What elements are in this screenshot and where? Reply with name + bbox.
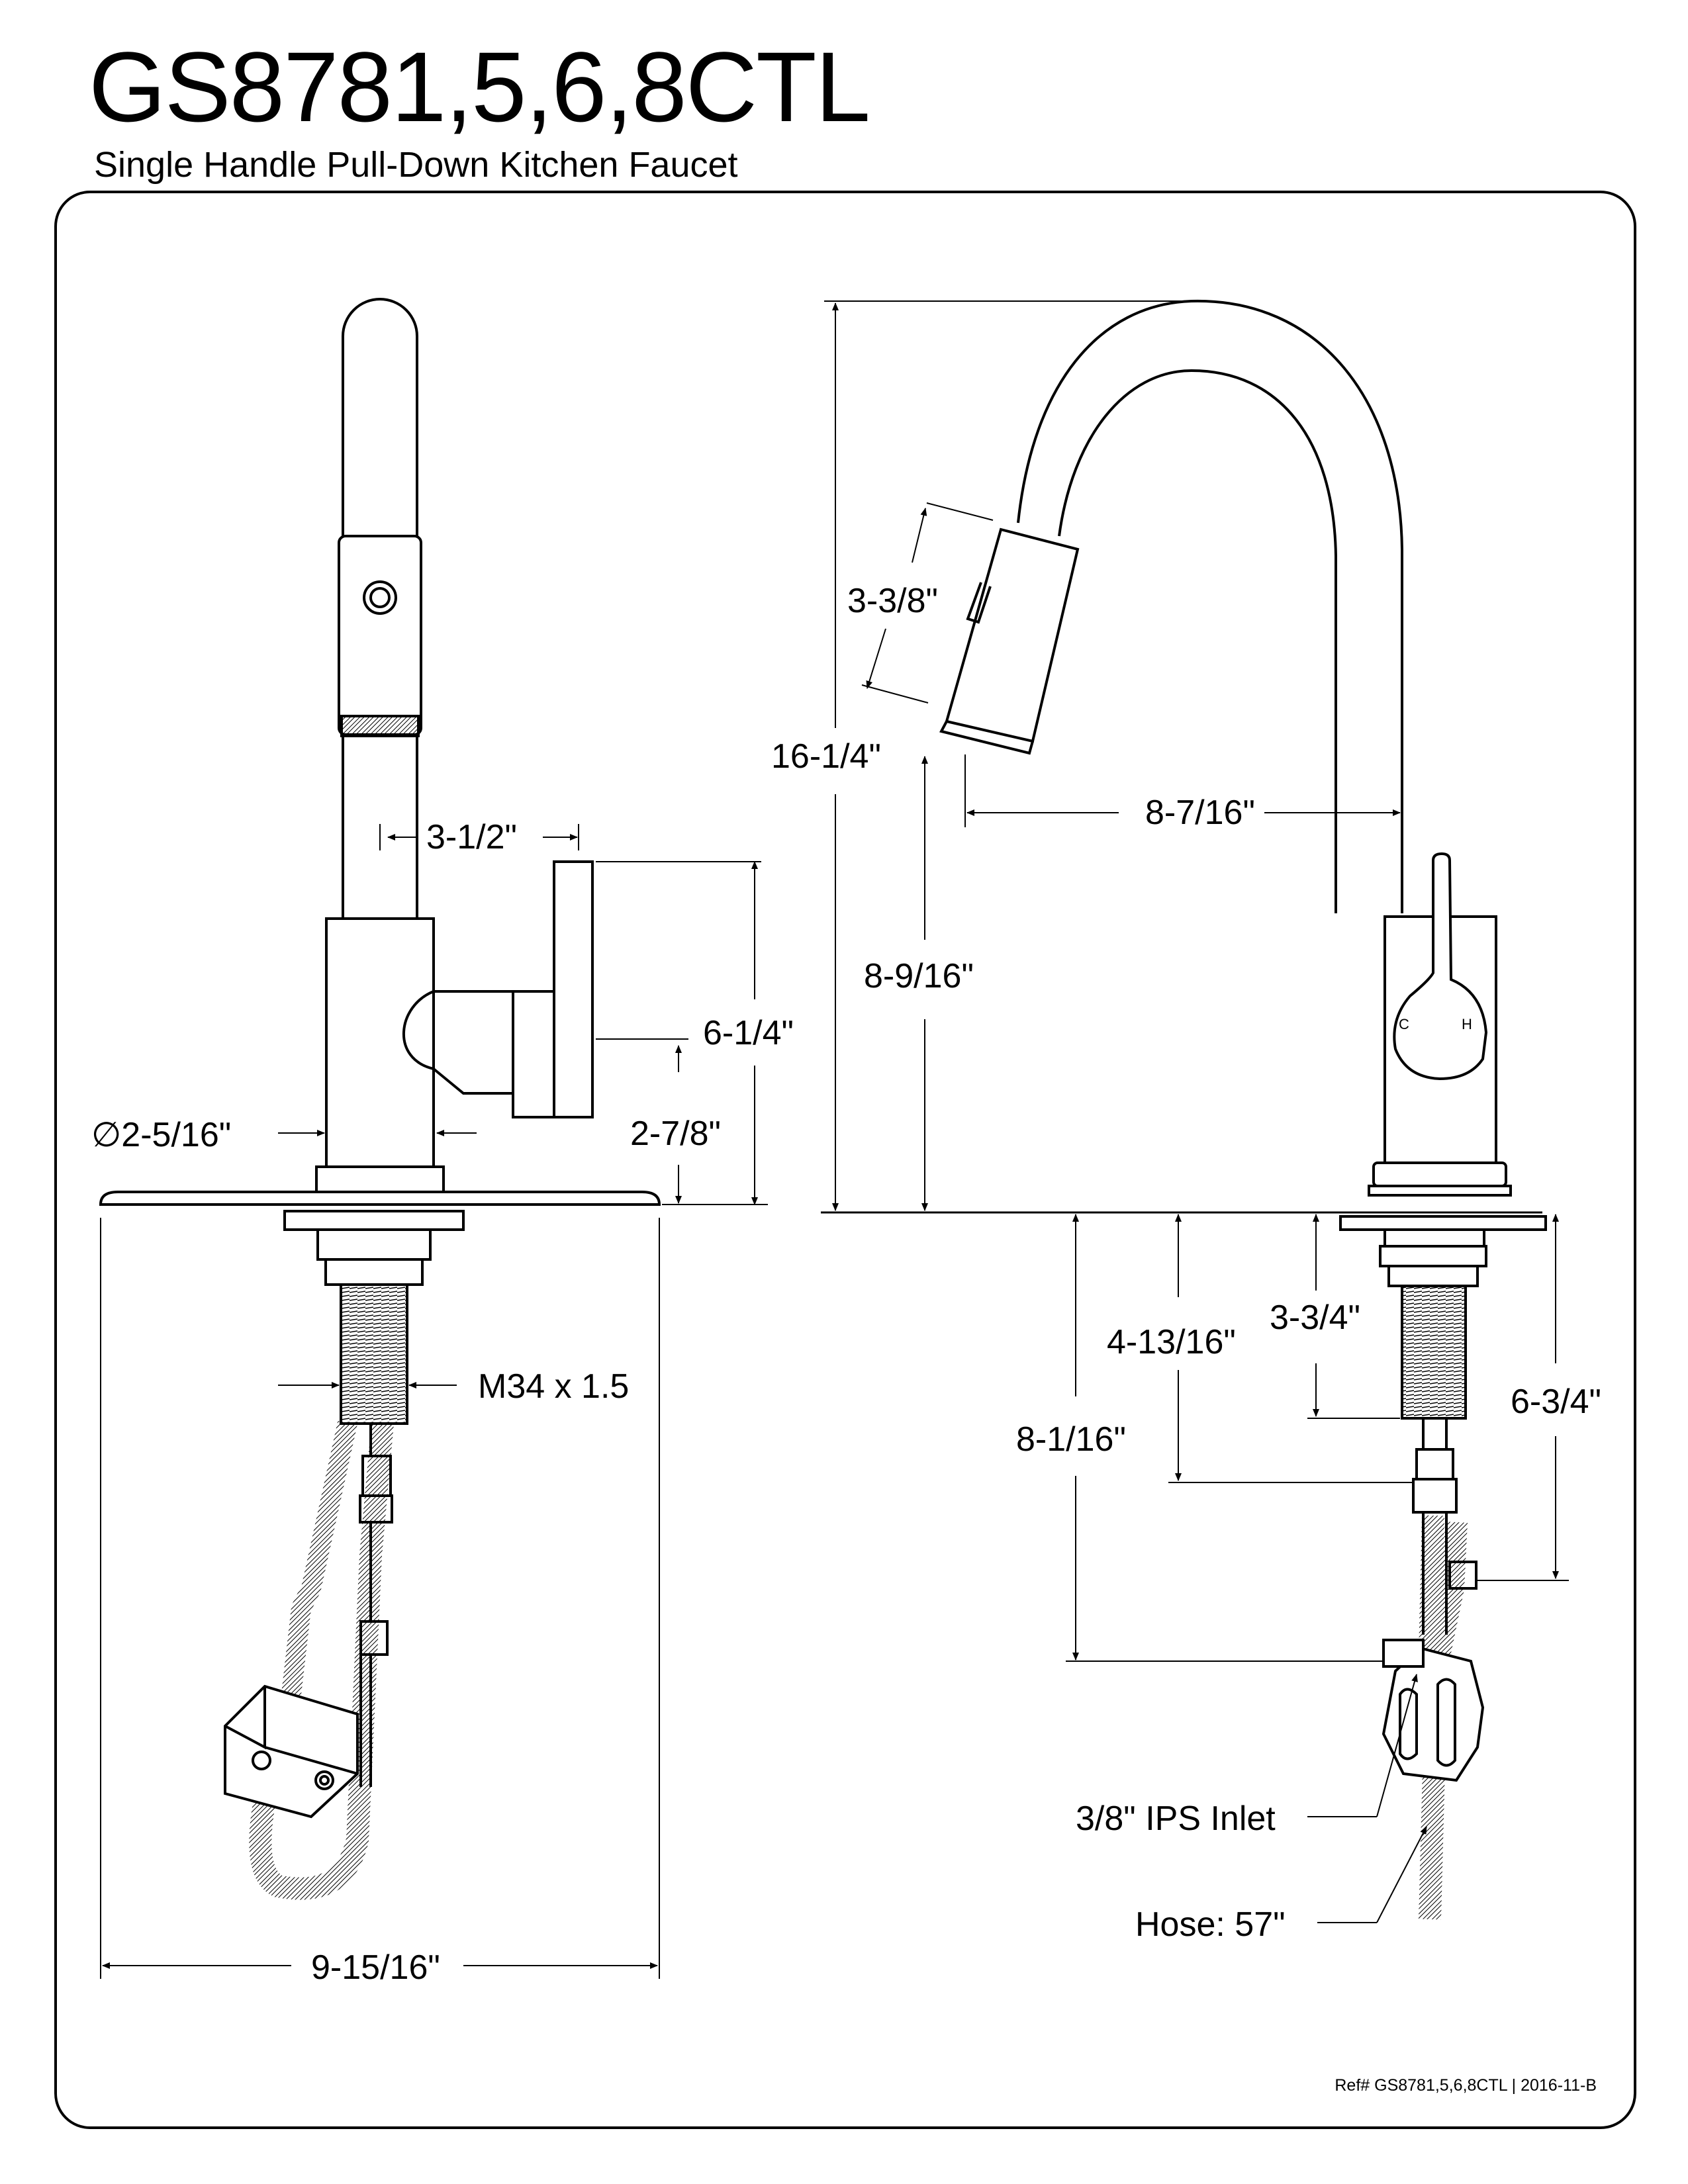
front-spray-head	[338, 535, 422, 736]
dim-spout-clearance: 8-9/16"	[864, 957, 974, 995]
front-view	[99, 298, 661, 1900]
dim-overall-height: 16-1/4"	[771, 737, 881, 776]
front-threaded-shank	[340, 1283, 408, 1425]
dim-base-diameter: ∅2-5/16"	[91, 1116, 231, 1154]
dim-plate-width: 9-15/16"	[311, 1948, 440, 1987]
side-view	[821, 299, 1547, 1920]
dim-under-deck-total: 8-1/16"	[1016, 1420, 1126, 1459]
side-hose-weight	[1382, 1646, 1485, 1782]
front-hose-weight	[224, 1684, 359, 1819]
hose-label: Hose: 57"	[1135, 1905, 1286, 1944]
drawing-frame	[54, 191, 1636, 2129]
handle-cold-mark: C	[1399, 1016, 1409, 1032]
front-deck-plate	[99, 1191, 661, 1206]
dim-shank-length: 3-3/4"	[1270, 1298, 1360, 1337]
side-gooseneck	[1017, 299, 1403, 913]
page-title: GS8781,5,6,8CTL	[89, 31, 870, 142]
dim-spout-reach: 3-1/2"	[426, 818, 517, 856]
dim-under-deck-to-fitting: 4-13/16"	[1107, 1323, 1236, 1361]
dim-handle-height: 6-1/4"	[703, 1014, 794, 1052]
inlet-label: 3/8" IPS Inlet	[1076, 1799, 1276, 1838]
dim-reach: 8-7/16"	[1145, 794, 1255, 832]
side-hose	[1419, 1515, 1468, 1920]
side-dimensions	[824, 300, 1569, 1923]
front-spray-button	[363, 580, 397, 615]
front-handle-block	[512, 990, 555, 1118]
side-threaded-shank	[1401, 1285, 1467, 1420]
handle-hot-mark: H	[1462, 1016, 1472, 1032]
page-subtitle: Single Handle Pull-Down Kitchen Faucet	[94, 145, 738, 185]
front-body	[325, 917, 435, 1168]
front-handle-lever	[553, 860, 594, 1118]
dim-thread-size: M34 x 1.5	[478, 1367, 629, 1406]
dim-spout-base-height: 2-7/8"	[630, 1115, 721, 1153]
dim-supply-length: 6-3/4"	[1511, 1383, 1601, 1421]
front-dimensions	[100, 824, 768, 1979]
side-handle-lever	[1393, 852, 1488, 1081]
front-hose	[249, 1422, 394, 1900]
front-spout-tube	[342, 298, 418, 919]
side-spray-head	[945, 527, 1080, 743]
reference-number: Ref# GS8781,5,6,8CTL | 2016-11-B	[1335, 2076, 1597, 2095]
dim-spray-head-length: 3-3/8"	[847, 582, 938, 620]
